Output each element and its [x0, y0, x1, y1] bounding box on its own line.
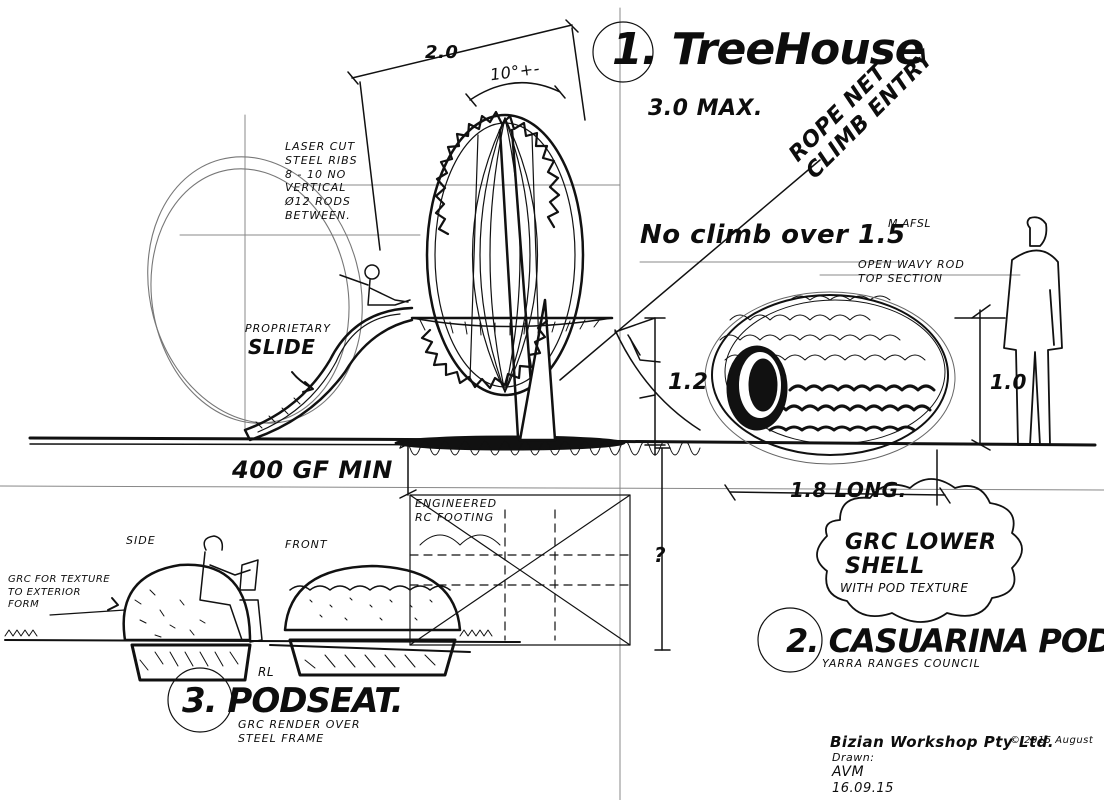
podseat-front: [269, 564, 471, 677]
depth-question: ?: [654, 543, 667, 567]
height-max-label: 3.0 MAX.: [648, 96, 763, 121]
ground-dim-label: 400 GF MIN: [232, 456, 393, 484]
note-cloud: [816, 478, 1023, 623]
title-circle-3: [167, 667, 233, 733]
person-figure: [1003, 216, 1063, 446]
podseat-note: GRC RENDER OVER STEEL FRAME: [238, 718, 361, 745]
grc-shell-line2: SHELL: [845, 554, 925, 579]
dim-top-label: 2.0: [425, 42, 459, 63]
texture-note: GRC FOR TEXTURE TO EXTERIOR FORM: [8, 574, 111, 610]
grass-scribble: [399, 440, 701, 456]
treehouse-pod: [410, 110, 614, 442]
drawn-label: Drawn:: [832, 751, 875, 764]
rl-label: RL: [258, 665, 275, 679]
dimension-length: [724, 449, 951, 506]
dimension-top: [347, 19, 586, 251]
grc-shell-line3: WITH POD TEXTURE: [840, 581, 969, 595]
grc-shell-line1: GRC LOWER: [845, 530, 997, 555]
treehouse-shadow: [394, 435, 626, 451]
left-sweep-circle: [147, 156, 363, 424]
ribs-note: LASER CUT STEEL RIBS 8 - 10 No VERTICAL …: [285, 140, 358, 222]
child-figure: [339, 264, 411, 306]
slide: [243, 306, 414, 442]
casuarina-pod: [704, 291, 956, 465]
firm-name: Bizian Workshop Pty Ltd.: [830, 733, 1055, 751]
footing-note: ENGINEERED RC FOOTING: [415, 497, 498, 524]
slide-note: PROPRIETARY: [245, 322, 332, 335]
slide-arrow: [291, 371, 314, 393]
title-treehouse: 1. TreeHouse: [612, 24, 925, 75]
rope-net-line: [559, 159, 821, 381]
drawn-by: AVM: [832, 764, 865, 780]
side-label: SIDE: [126, 534, 156, 547]
title-circle-1: [592, 21, 654, 83]
dimension-pod-height: [614, 317, 666, 456]
slide-label: SLIDE: [248, 335, 316, 359]
title-circle-2: [757, 607, 823, 673]
length-dim-label: 1.8 LONG.: [790, 478, 907, 502]
podseat-ground: [4, 639, 521, 643]
front-label: FRONT: [285, 538, 328, 551]
no-climb-unit-label: M AFSL: [888, 217, 931, 230]
title-podseat: 3. PODSEAT.: [182, 681, 404, 721]
person-height-label: 1.0: [990, 370, 1027, 394]
no-climb-label: No climb over 1.5: [640, 220, 906, 250]
construction-lines: [0, 7, 1104, 800]
open-wavy-note: OPEN WAVY ROD TOP SECTION: [858, 258, 965, 285]
drawing-date: 16.09.15: [832, 781, 894, 796]
council-label: YARRA RANGES COUNCIL: [822, 657, 981, 670]
dimension-footing: [654, 447, 671, 651]
firm-year: © 2015 August: [1010, 735, 1094, 746]
title-casuarina: 2. CASUARINA POD: [786, 622, 1104, 660]
pod-height-label: 1.2: [668, 370, 709, 395]
dimension-person: [954, 304, 1006, 451]
podseat-side: [107, 535, 263, 682]
